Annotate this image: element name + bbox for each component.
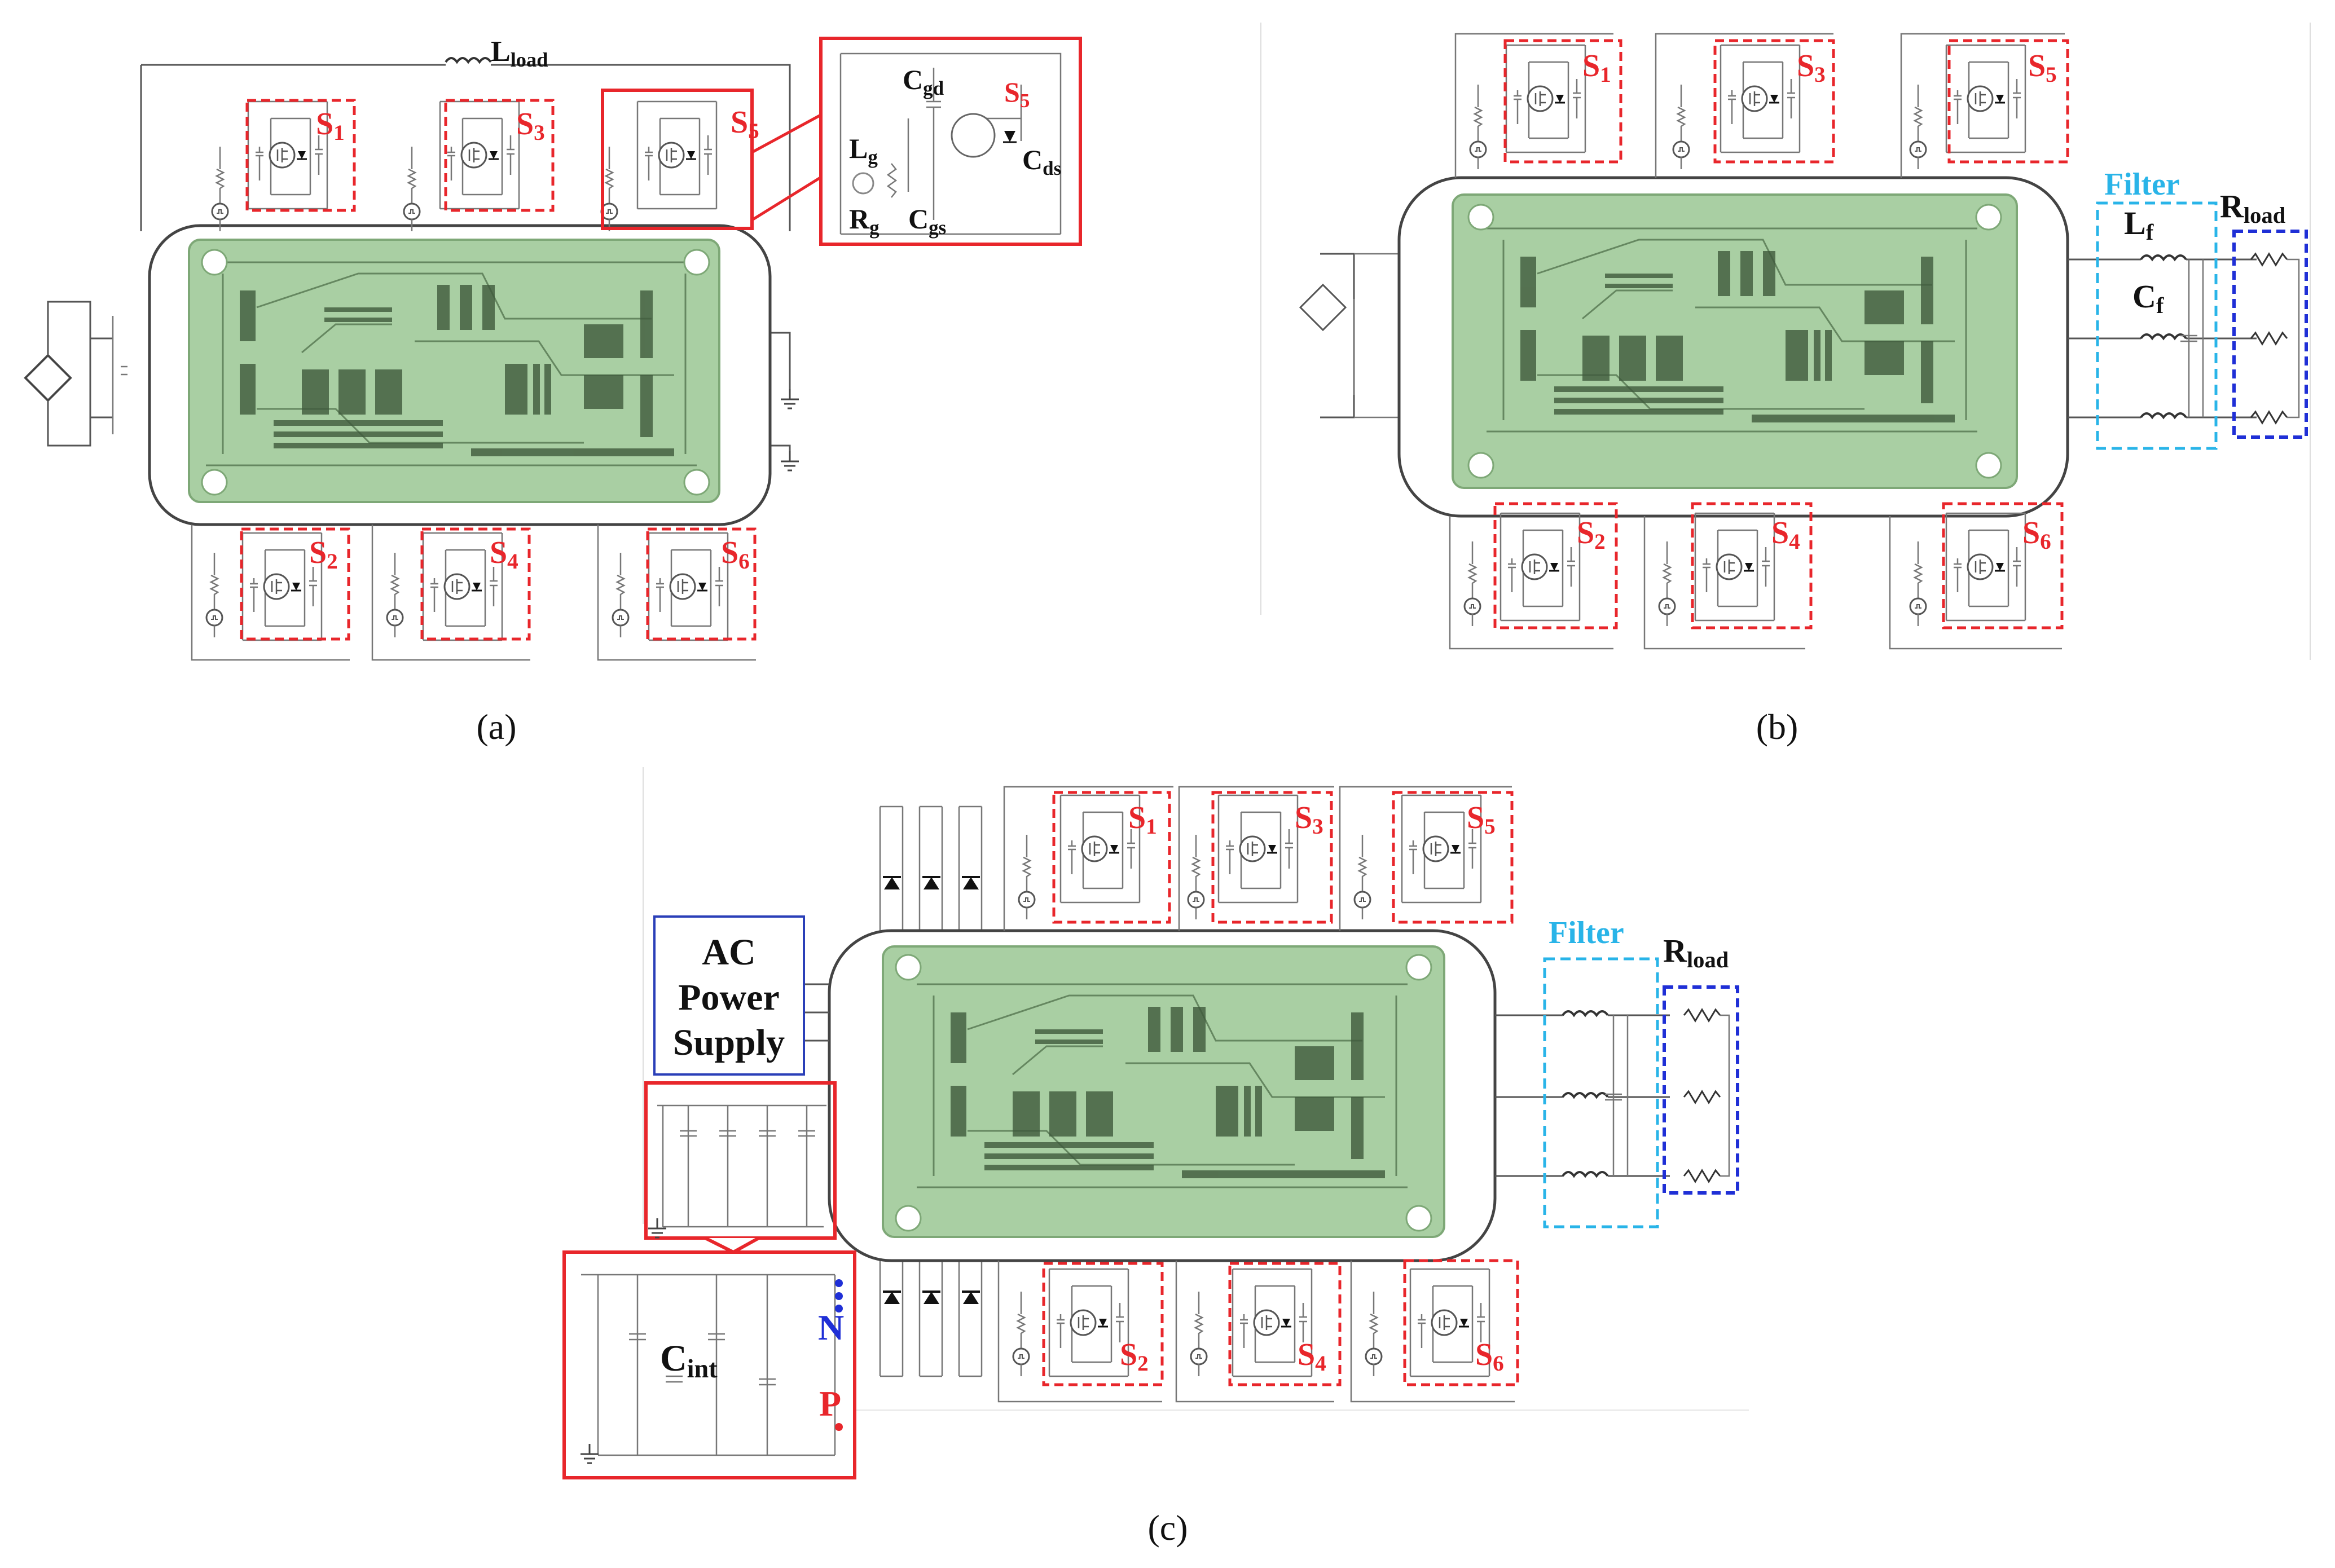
svg-text:Filter: Filter: [2104, 167, 2180, 202]
load-wire: [140, 64, 791, 231]
load-resistors: Rload: [1663, 932, 1739, 1195]
switch-s1: S1: [1003, 786, 1173, 931]
svg-text:S6: S6: [721, 535, 750, 574]
svg-text:AC: AC: [702, 932, 755, 973]
switch-s4: S4: [371, 525, 531, 661]
panel-label-b: (b): [1756, 707, 1798, 747]
cds-label: Cds: [1022, 144, 1061, 179]
svg-text:S3: S3: [1295, 800, 1323, 839]
svg-text:Filter: Filter: [1549, 915, 1624, 950]
mounting-hole: [683, 249, 710, 276]
rg-label: Rg: [849, 203, 880, 239]
pcb-board: [882, 945, 1445, 1238]
switch-s2: S2: [1449, 502, 1618, 650]
svg-text:Cf: Cf: [2132, 278, 2164, 318]
svg-text:Rload: Rload: [1663, 932, 1729, 972]
switch-s3: S3: [403, 99, 555, 232]
ground-icon: [780, 450, 800, 472]
switch-s5: S5: [600, 89, 826, 232]
svg-text:S1: S1: [1582, 49, 1611, 87]
cgd-label: Cgd: [903, 64, 944, 99]
cgs-label: Cgs: [908, 203, 946, 239]
output-filter: Filter Lf Cf: [2068, 167, 2257, 450]
n-terminal-label: N: [818, 1307, 844, 1347]
inductor-label: Lload: [491, 36, 548, 71]
output-filter: Filter: [1495, 915, 1670, 1228]
svg-text:Lf: Lf: [2124, 205, 2154, 245]
mounting-hole: [201, 469, 228, 496]
pcb-board: [188, 239, 720, 503]
panel-a: Lload S1 S3 S5: [24, 36, 1082, 747]
cint-label: Cint: [660, 1338, 718, 1383]
svg-text:S6: S6: [1475, 1337, 1504, 1376]
svg-text:S5: S5: [731, 105, 759, 143]
switch-s2: S2: [191, 525, 350, 661]
p-terminal-label: P: [819, 1384, 841, 1424]
svg-text:S1: S1: [316, 107, 345, 145]
switch-s5: S5: [1900, 33, 2069, 178]
svg-text:S2: S2: [1577, 516, 1606, 554]
source-wire: [47, 301, 56, 447]
mounting-hole: [683, 469, 710, 496]
svg-text:S6: S6: [2022, 516, 2051, 554]
svg-text:S5: S5: [2028, 49, 2057, 87]
switch-s4: S4: [1175, 1261, 1342, 1403]
switch-s6: S6: [597, 525, 757, 661]
switch-s3: S3: [1178, 786, 1334, 931]
svg-text:S5: S5: [1467, 800, 1496, 839]
mounting-hole: [1405, 1205, 1432, 1232]
mounting-hole: [895, 1205, 922, 1232]
dc-source-icon: [1299, 253, 1355, 419]
switch-s6: S6: [1889, 502, 2064, 650]
svg-text:S2: S2: [309, 535, 338, 574]
mounting-hole: [1975, 204, 2002, 231]
svg-text:Power: Power: [678, 977, 780, 1018]
lg-label: Lg: [849, 133, 878, 168]
svg-text:S2: S2: [1120, 1337, 1149, 1376]
switch-s3: S3: [1655, 33, 1835, 178]
svg-text:S4: S4: [490, 535, 518, 574]
ground-wire: [767, 332, 791, 451]
switch-s4: S4: [1643, 502, 1813, 650]
rectifier-diodes-top: [879, 805, 983, 936]
switch-s1: S1: [1454, 33, 1622, 178]
svg-text:S3: S3: [516, 107, 545, 145]
svg-text:S3: S3: [1797, 49, 1826, 87]
panel-c: AC Power Supply Cint N P S1: [562, 767, 1749, 1548]
s5-label: S5: [1004, 76, 1030, 112]
ac-power-supply: AC Power Supply: [653, 915, 829, 1076]
mounting-hole: [1467, 452, 1494, 479]
svg-text:S4: S4: [1771, 516, 1800, 554]
rectifier-diodes-bottom: [879, 1235, 983, 1377]
svg-text:S1: S1: [1128, 800, 1157, 839]
mounting-hole: [1467, 204, 1494, 231]
load-inductor: [445, 57, 492, 63]
panel-label-a: (a): [476, 707, 516, 747]
switch-s6: S6: [1350, 1259, 1519, 1403]
svg-text:Supply: Supply: [673, 1022, 785, 1063]
ground-icon: [780, 388, 800, 409]
dc-source-wire: [56, 301, 113, 447]
dc-link-wire: [112, 316, 127, 434]
switch-s5: S5: [1339, 786, 1514, 931]
panel-label-c: (c): [1147, 1508, 1188, 1548]
mounting-hole: [1405, 954, 1432, 981]
mounting-hole: [1975, 452, 2002, 479]
switch-s1: S1: [211, 99, 356, 232]
svg-text:Rload: Rload: [2220, 188, 2286, 228]
load-resistors: Rload: [2220, 188, 2308, 439]
dc-link-capacitor-bank: Cint N P: [562, 1081, 856, 1479]
panel-b: S1 S3 S5 S2 S4: [1260, 23, 2311, 747]
mounting-hole: [201, 249, 228, 276]
s5-zoom-inset: Cgd S5 Lg Cds Rg Cgs: [819, 37, 1082, 246]
switch-s2: S2: [997, 1261, 1164, 1403]
dc-source-icon: [24, 354, 72, 402]
mounting-hole: [895, 954, 922, 981]
svg-text:S4: S4: [1298, 1337, 1326, 1376]
dc-link-wire: [1353, 253, 1399, 419]
